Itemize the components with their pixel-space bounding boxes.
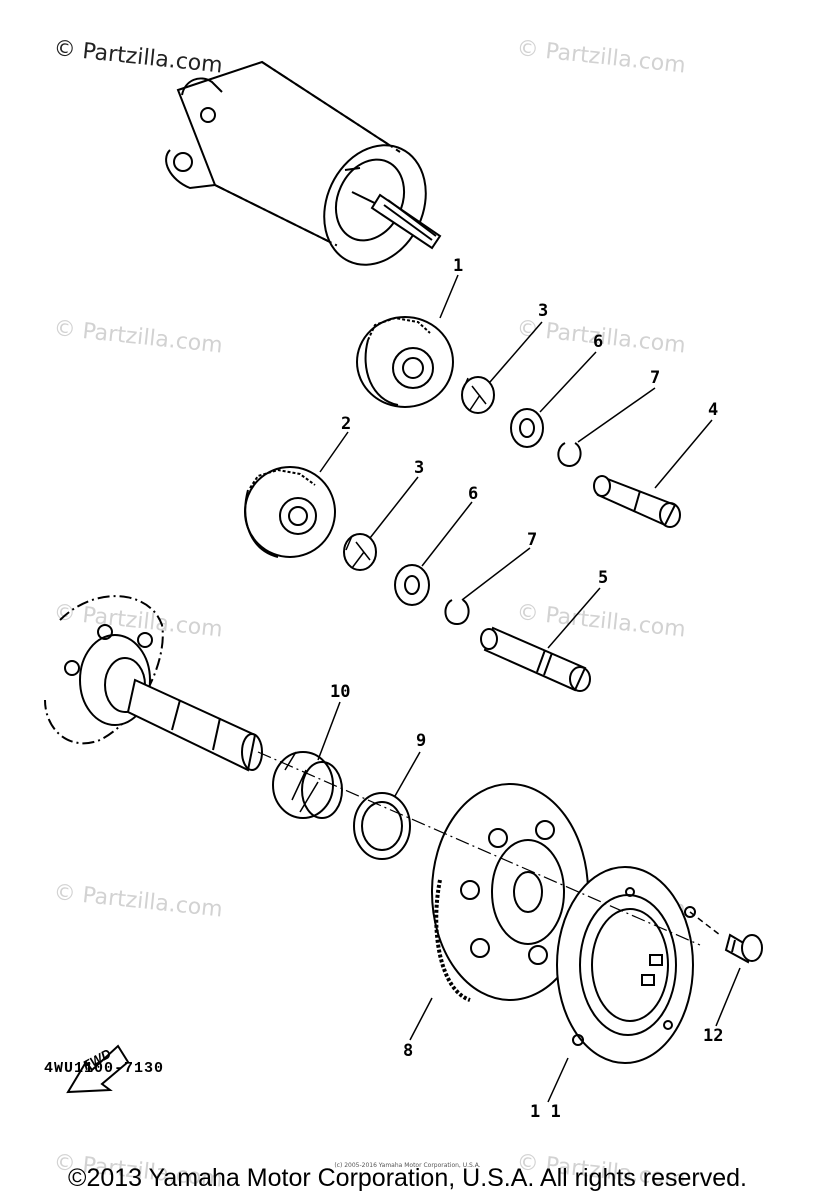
needle-bearing-10 [272, 751, 343, 819]
callout-7: 7 [650, 368, 661, 388]
callout-12: 12 [703, 1026, 724, 1046]
callout-6: 6 [593, 332, 604, 352]
callout-9: 9 [416, 731, 427, 751]
copyright-text: ©2013 Yamaha Motor Corporation, U.S.A. A… [68, 1164, 747, 1192]
washer-9 [353, 792, 411, 860]
bolt-12 [724, 933, 763, 964]
callout-5: 5 [598, 568, 609, 588]
shaft-5 [480, 626, 591, 692]
callout-3: 3 [414, 458, 425, 478]
shaft-4 [593, 475, 681, 528]
needle-bearing-3b [343, 533, 377, 571]
starter-wheel-gear-8 [431, 783, 589, 1002]
diagram-code: 4WU1100-7130 [44, 1060, 165, 1077]
callout-7: 7 [527, 530, 538, 550]
callout-8: 8 [403, 1041, 414, 1061]
one-way-clutch-11 [556, 866, 696, 1064]
needle-bearing-3a [461, 376, 495, 414]
callout-6: 6 [468, 484, 479, 504]
crank-shaft [44, 595, 263, 772]
gear-1 [356, 316, 454, 408]
circlip-7b [444, 599, 470, 626]
callout-1: 1 [453, 256, 464, 276]
callout-2: 2 [341, 414, 352, 434]
callout-10: 10 [330, 682, 351, 702]
assembly-axes [257, 751, 701, 946]
callout-4: 4 [708, 400, 719, 420]
small-copyright-note: (c) 2005-2016 Yamaha Motor Corporation, … [334, 1162, 481, 1169]
circlip-7a [557, 442, 582, 468]
callout-11: 1 1 [530, 1102, 561, 1122]
washer-6b [394, 564, 430, 606]
fwd-arrow-icon [66, 1044, 130, 1094]
starter-motor [165, 60, 442, 266]
washer-6a [510, 408, 544, 448]
gear-2 [244, 466, 336, 558]
leader-lines [317, 274, 741, 1103]
callout-3: 3 [538, 301, 549, 321]
